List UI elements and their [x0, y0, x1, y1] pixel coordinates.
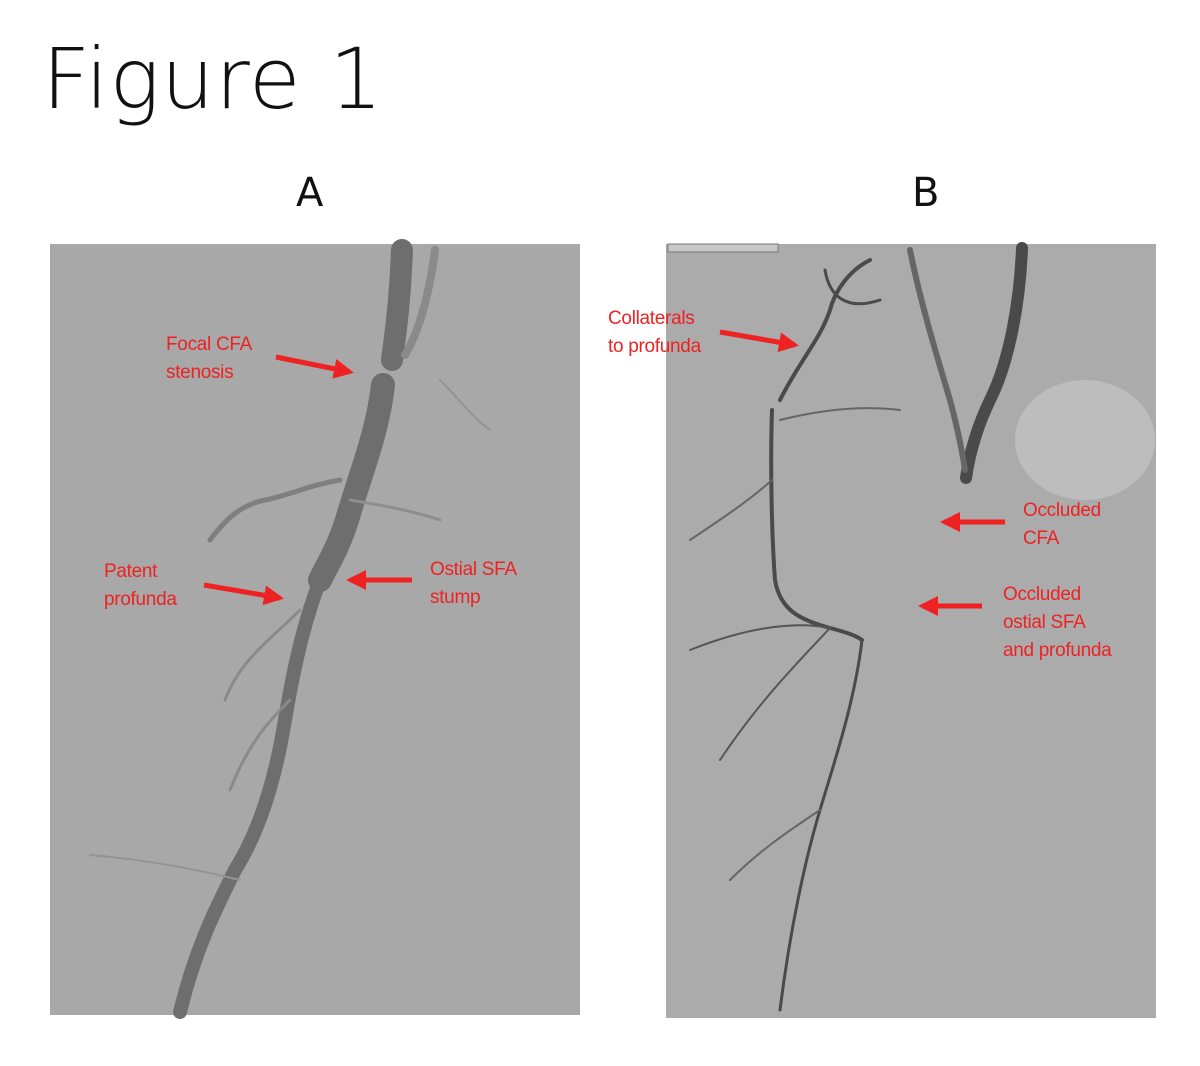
- arrow-collaterals: [719, 329, 799, 353]
- panel-a-label: A: [296, 170, 324, 216]
- angiogram-panel-a: [50, 239, 580, 1019]
- annotation-collaterals: Collaterals to profunda: [608, 308, 701, 357]
- figure-title: Figure 1: [42, 30, 384, 128]
- arrow-focal-cfa: [275, 354, 354, 379]
- annotation-patent-profunda: Patent profunda: [104, 561, 177, 610]
- annotation-ostial-sfa-stump: Ostial SFA stump: [430, 559, 517, 608]
- arrow-patent-profunda: [203, 582, 284, 606]
- annotation-occluded-ostial-sfa-profunda: Occluded ostial SFA and profunda: [1003, 584, 1112, 661]
- panel-b-label: B: [912, 170, 940, 216]
- annotation-focal-cfa-stenosis: Focal CFA stenosis: [166, 334, 252, 383]
- angiogram-panel-b: [666, 242, 1156, 1018]
- annotation-occluded-cfa: Occluded CFA: [1023, 500, 1101, 549]
- annotation-arrows: [203, 329, 1005, 616]
